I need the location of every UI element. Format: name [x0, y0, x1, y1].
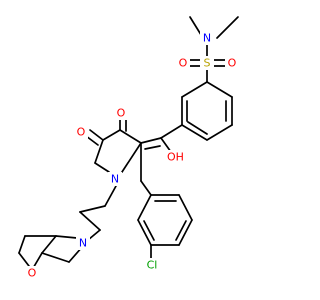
oxygen-atom-label: O	[228, 57, 237, 70]
sulfur-atom-label: S	[204, 57, 211, 70]
nitrogen-atom-label: N	[79, 237, 87, 250]
chlorine-atom-label: Cl	[147, 259, 158, 272]
molecule-structure: N S O O OH O O N N O Cl	[18, 16, 239, 280]
nitrogen-atom-label: N	[111, 173, 119, 186]
nitrogen-atom-label: N	[203, 32, 211, 45]
hydroxyl-group-label: OH	[167, 151, 184, 164]
oxygen-atom-label: O	[117, 107, 126, 120]
oxygen-atom-label: O	[77, 126, 86, 139]
oxygen-atom-label: O	[28, 267, 37, 280]
atom-labels: N S O O OH O O N N O Cl	[25, 31, 239, 280]
oxygen-atom-label: O	[179, 57, 188, 70]
bonds	[18, 16, 239, 271]
